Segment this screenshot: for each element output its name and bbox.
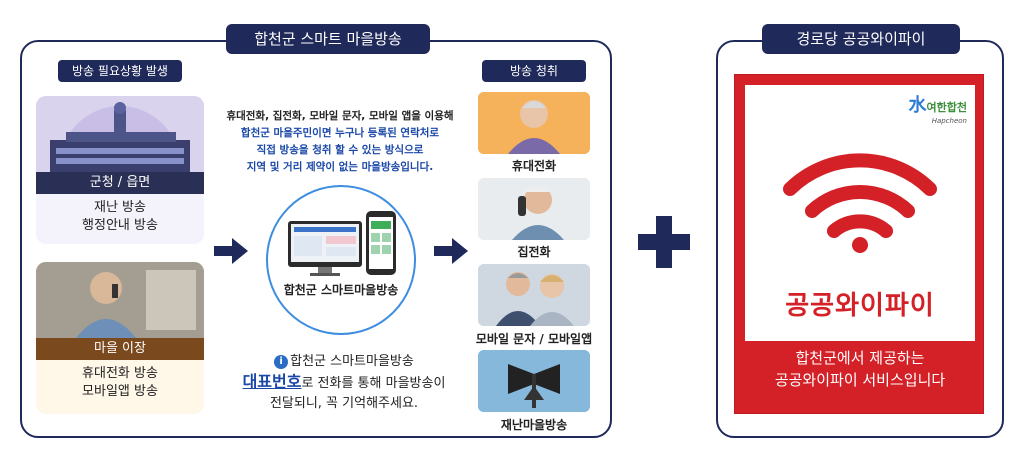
village-head-photo (36, 262, 204, 338)
wifi-footer-line1: 합천군에서 제공하는 (795, 349, 925, 367)
channel-mobile-label: 휴대전화 (511, 159, 557, 173)
wifi-icon (783, 153, 937, 253)
card-village-head: 마을 이장 휴대전화 방송 모바일앱 방송 (36, 262, 204, 414)
listening-label: 방송 청취 (482, 60, 586, 82)
county-office-illustration (36, 96, 204, 226)
public-wifi-title: 경로당 공공와이파이 (762, 24, 960, 54)
logo-text: 여한합천 (926, 101, 967, 114)
circle-label: 합천군 스마트마을방송 (283, 283, 399, 297)
village-head-band: 마을 이장 (36, 338, 204, 360)
village-head-text: 휴대전화 방송 모바일앱 방송 (36, 360, 204, 401)
channel-landline-label: 집전화 (517, 245, 551, 259)
county-office-band: 군청 / 읍면 (36, 172, 204, 194)
county-office-line2: 행정안내 방송 (82, 218, 158, 233)
description-line2: 합천군 마을주민이면 누구나 등록된 연락처로 (240, 127, 440, 139)
smart-broadcast-title: 합천군 스마트 마을방송 (226, 24, 430, 54)
channel-landline-photo (478, 178, 590, 240)
logo-mark-icon: 水 (908, 95, 927, 116)
wifi-sign-footer: 합천군에서 제공하는 공공와이파이 서비스입니다 (735, 347, 985, 391)
hapcheon-logo: 水여한합천 Hapcheon (909, 91, 967, 125)
devices-circle: 합천군 스마트마을방송 (266, 185, 416, 335)
wifi-sign-inner: 水여한합천 Hapcheon 공공와이파이 (745, 85, 975, 341)
village-head-line2: 모바일앱 방송 (82, 384, 158, 399)
logo-subtext: Hapcheon (931, 117, 967, 125)
card-county-office: 군청 / 읍면 재난 방송 행정안내 방송 (36, 96, 204, 244)
channel-sms-app-photo (478, 264, 590, 326)
representative-number-highlight: 대표번호 (242, 372, 302, 391)
arrow-right-icon (214, 238, 248, 264)
description-line4: 지역 및 거리 제약이 없는 마을방송입니다. (246, 161, 434, 173)
village-head-line1: 휴대전화 방송 (82, 366, 158, 381)
description-line1: 휴대전화, 집전화, 모바일 문자, 모바일 앱을 이용해 (226, 110, 454, 122)
channel-sms-app-label: 모바일 문자 / 모바일앱 (475, 332, 593, 346)
channel-disaster-label: 재난마을방송 (500, 418, 568, 432)
monitor-phone-icon (288, 211, 396, 276)
wifi-sign-title: 공공와이파이 (785, 291, 935, 321)
channel-disaster-speaker-photo (478, 350, 590, 412)
note-line1-text: 합천군 스마트마을방송 (290, 354, 414, 369)
wifi-footer-line2: 공공와이파이 서비스입니다 (774, 371, 946, 389)
wifi-sign: 水여한합천 Hapcheon 공공와이파이 합천군에서 제공하는 공공와이파이 … (734, 74, 984, 414)
info-icon: i (274, 354, 289, 369)
channel-mobile-photo (478, 92, 590, 154)
occurrence-label: 방송 필요상황 발생 (58, 60, 182, 82)
arrow-right-icon (434, 238, 468, 264)
plus-icon (638, 216, 690, 268)
note-line3: 전달되니, 꼭 기억해주세요. (269, 396, 419, 411)
broadcast-description: 휴대전화, 집전화, 모바일 문자, 모바일 앱을 이용해 합천군 마을주민이면… (222, 108, 458, 176)
note-line2: 대표번호로 전화를 통해 마을방송이 (228, 372, 460, 394)
description-line3: 직접 방송을 청취 할 수 있는 방식으로 (256, 144, 424, 156)
county-office-text: 재난 방송 행정안내 방송 (36, 194, 204, 235)
county-office-line1: 재난 방송 (94, 200, 146, 215)
note-line2-text: 로 전화를 통해 마을방송이 (301, 376, 446, 391)
